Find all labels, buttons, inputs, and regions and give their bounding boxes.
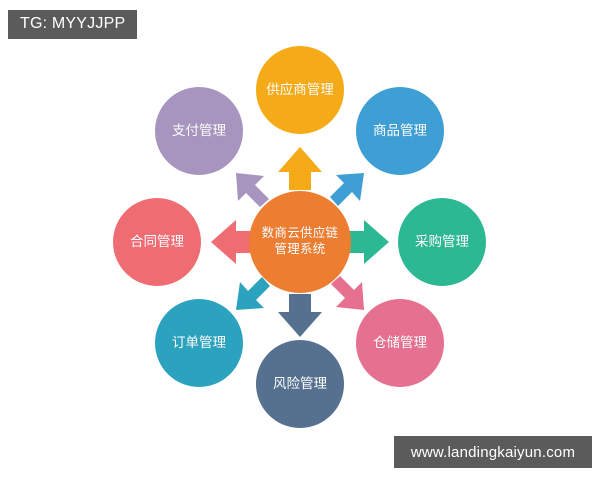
- node-product[interactable]: 商品管理: [356, 87, 444, 175]
- node-payment-label: 支付管理: [172, 122, 226, 138]
- node-purchase[interactable]: 采购管理: [398, 198, 486, 286]
- node-warehouse-label: 仓储管理: [373, 334, 427, 350]
- node-supplier-label: 供应商管理: [266, 81, 334, 97]
- node-risk-label: 风险管理: [273, 375, 327, 391]
- node-order-label: 订单管理: [172, 334, 226, 350]
- node-contract-label: 合同管理: [130, 233, 184, 249]
- node-supplier[interactable]: 供应商管理: [256, 46, 344, 134]
- node-center-label: 数商云供应链 管理系统: [261, 226, 339, 256]
- arrow-up-right-product: [330, 173, 364, 206]
- node-purchase-label: 采购管理: [415, 233, 469, 249]
- watermark-bottom-right: www.landingkaiyun.com: [394, 436, 592, 468]
- node-payment[interactable]: 支付管理: [155, 87, 243, 175]
- arrow-down-right-warehouse: [331, 276, 364, 310]
- node-order[interactable]: 订单管理: [155, 299, 243, 387]
- arrow-down-risk: [278, 294, 322, 337]
- watermark-top-left: TG: MYYJJPP: [8, 10, 138, 39]
- arrow-down-left-order: [236, 277, 270, 310]
- arrow-up-left-payment: [236, 173, 269, 207]
- node-warehouse[interactable]: 仓储管理: [356, 299, 444, 387]
- arrow-left-contract: [211, 220, 254, 264]
- node-product-label: 商品管理: [373, 122, 427, 138]
- arrow-right-purchase: [346, 220, 389, 264]
- node-center-hub[interactable]: 数商云供应链 管理系统: [249, 191, 351, 293]
- node-contract[interactable]: 合同管理: [113, 198, 201, 286]
- node-risk[interactable]: 风险管理: [256, 340, 344, 428]
- arrow-up-supplier: [278, 147, 322, 190]
